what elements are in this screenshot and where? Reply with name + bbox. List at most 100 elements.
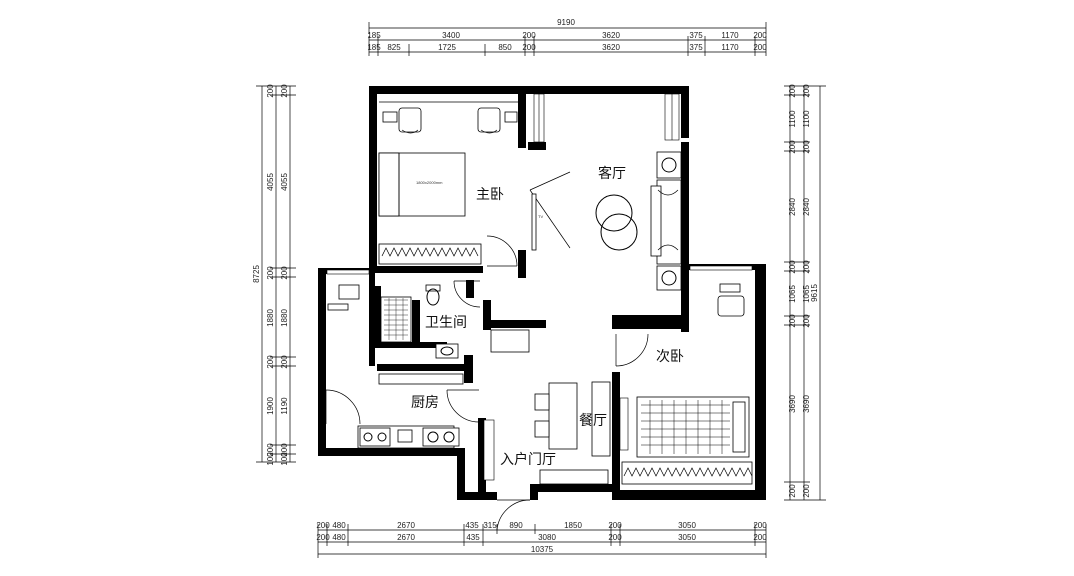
room-label-second-bedroom: 次卧 <box>656 349 684 365</box>
svg-text:1800x2000mm: 1800x2000mm <box>416 180 443 185</box>
dim-top-r2-8: 200 <box>753 43 767 52</box>
dim-top-r1-5: 1170 <box>721 31 739 40</box>
dim-top-r2-7: 1170 <box>721 43 739 52</box>
dim-left-c2-0: 200 <box>280 84 289 98</box>
dim-right-c2-0: 200 <box>802 84 811 98</box>
dim-left-c2-2: 200 <box>280 266 289 280</box>
dim-bot-r2-5: 200 <box>608 533 622 542</box>
living-room-sofa <box>650 151 682 291</box>
master-wardrobe <box>378 243 482 265</box>
dim-top-r1-3: 3620 <box>602 31 620 40</box>
left-dimension-lines: 8725 200 4055 200 1880 200 1900 200 100 … <box>252 84 296 466</box>
bathroom-door <box>453 280 481 308</box>
dim-right-c1-2: 200 <box>788 140 797 154</box>
dim-right-c1-8: 200 <box>788 484 797 498</box>
bottom-dimension-lines: 200 480 2670 435 315 890 1850 200 3050 2… <box>316 521 767 558</box>
dim-left-total: 8725 <box>252 265 261 283</box>
kitchen-door <box>325 389 480 425</box>
dim-right-c2-6: 200 <box>802 314 811 328</box>
dim-bot-total: 10375 <box>531 545 554 554</box>
dim-left-c1-3: 1880 <box>266 309 275 327</box>
dim-right-c1-1: 1100 <box>788 110 797 128</box>
dim-bot-r1-2: 2670 <box>397 521 415 530</box>
dim-left-c1-6: 200 <box>266 443 275 457</box>
room-label-living-room: 客厅 <box>598 166 626 182</box>
dim-right-total: 9615 <box>810 284 819 302</box>
kitchen-fixtures <box>327 284 464 449</box>
dim-right-c1-6: 200 <box>788 314 797 328</box>
dim-left-c1-7: 100 <box>266 452 275 466</box>
dim-top-r1-1: 3400 <box>442 31 460 40</box>
dim-top-r2-1: 825 <box>387 43 401 52</box>
dim-top-r2-6: 375 <box>689 43 703 52</box>
master-bed: 1800x2000mm <box>378 152 466 217</box>
dim-bot-r1-7: 200 <box>608 521 622 530</box>
second-bedroom-wardrobe <box>621 461 753 485</box>
dim-bot-r1-4: 315 <box>483 521 497 530</box>
dim-top-r2-3: 850 <box>498 43 512 52</box>
dim-bot-r2-0: 200 <box>316 533 330 542</box>
dim-bot-r2-6: 3050 <box>678 533 696 542</box>
dim-bot-r1-6: 1850 <box>564 521 582 530</box>
room-label-kitchen: 厨房 <box>411 395 439 411</box>
dim-left-c1-5: 1900 <box>266 397 275 415</box>
dim-left-c2-4: 200 <box>280 355 289 369</box>
windows <box>326 93 753 481</box>
dim-left-c1-0: 200 <box>266 84 275 98</box>
dim-right-c2-1: 1100 <box>802 110 811 128</box>
room-label-entrance-hall: 入户门厅 <box>500 452 556 468</box>
dim-left-c2-1: 4055 <box>280 173 289 191</box>
dim-bot-r2-1: 480 <box>332 533 346 542</box>
dim-right-c1-3: 2840 <box>788 198 797 216</box>
second-bed <box>636 396 750 458</box>
room-label-dining-room: 餐厅 <box>579 413 607 429</box>
dim-bot-r2-2: 2670 <box>397 533 415 542</box>
dim-top-r1-4: 375 <box>689 31 703 40</box>
dim-right-c1-4: 200 <box>788 260 797 274</box>
entrance-door <box>496 499 531 531</box>
dim-bot-r1-1: 480 <box>332 521 346 530</box>
dim-left-c2-7: 100 <box>280 452 289 466</box>
walls <box>318 86 766 500</box>
dim-right-c1-5: 1065 <box>788 285 797 303</box>
dim-left-c2-6: 200 <box>280 443 289 457</box>
dim-bot-r2-7: 200 <box>753 533 767 542</box>
dim-bot-r2-3: 435 <box>466 533 480 542</box>
living-room-door-lines: TV <box>529 171 571 251</box>
dim-bot-r2-4: 3080 <box>538 533 556 542</box>
dim-top-r2-4: 200 <box>522 43 536 52</box>
dim-left-c1-4: 200 <box>266 355 275 369</box>
dim-right-c2-2: 200 <box>802 140 811 154</box>
dim-left-c1-1: 4055 <box>266 173 275 191</box>
room-label-master-bedroom: 主卧 <box>476 187 504 203</box>
dim-right-c1-0: 200 <box>788 84 797 98</box>
second-bedroom-door <box>615 333 649 367</box>
dim-bot-r1-9: 200 <box>753 521 767 530</box>
dim-right-c2-8: 200 <box>802 484 811 498</box>
dim-top-r2-0: 185 <box>367 43 381 52</box>
dim-top-r1-0: 185 <box>367 31 381 40</box>
dim-bot-r1-5: 890 <box>509 521 523 530</box>
dim-top-r1-6: 200 <box>753 31 767 40</box>
dim-top-r2-5: 3620 <box>602 43 620 52</box>
master-bedroom-door <box>486 235 518 267</box>
dim-left-c2-5: 1190 <box>280 397 289 415</box>
living-room-tables <box>595 194 638 251</box>
right-dimension-lines: 9615 200 1100 200 2840 200 1065 200 3690… <box>784 84 826 501</box>
dim-top-r1-2: 200 <box>522 31 536 40</box>
dim-right-c1-7: 3690 <box>788 395 797 413</box>
second-bedroom-chair <box>717 283 745 317</box>
dim-left-c1-2: 200 <box>266 266 275 280</box>
dim-right-c2-4: 200 <box>802 260 811 274</box>
dim-top-total: 9190 <box>557 18 575 27</box>
dim-left-c2-3: 1880 <box>280 309 289 327</box>
dim-bot-r1-0: 200 <box>316 521 330 530</box>
dim-top-r2-2: 1725 <box>438 43 456 52</box>
svg-text:TV: TV <box>538 214 543 219</box>
room-label-bathroom: 卫生间 <box>425 315 467 331</box>
dining-furniture <box>490 329 611 485</box>
dim-right-c2-3: 2840 <box>802 198 811 216</box>
dim-bot-r1-8: 3050 <box>678 521 696 530</box>
dim-right-c2-5: 1065 <box>802 285 811 303</box>
